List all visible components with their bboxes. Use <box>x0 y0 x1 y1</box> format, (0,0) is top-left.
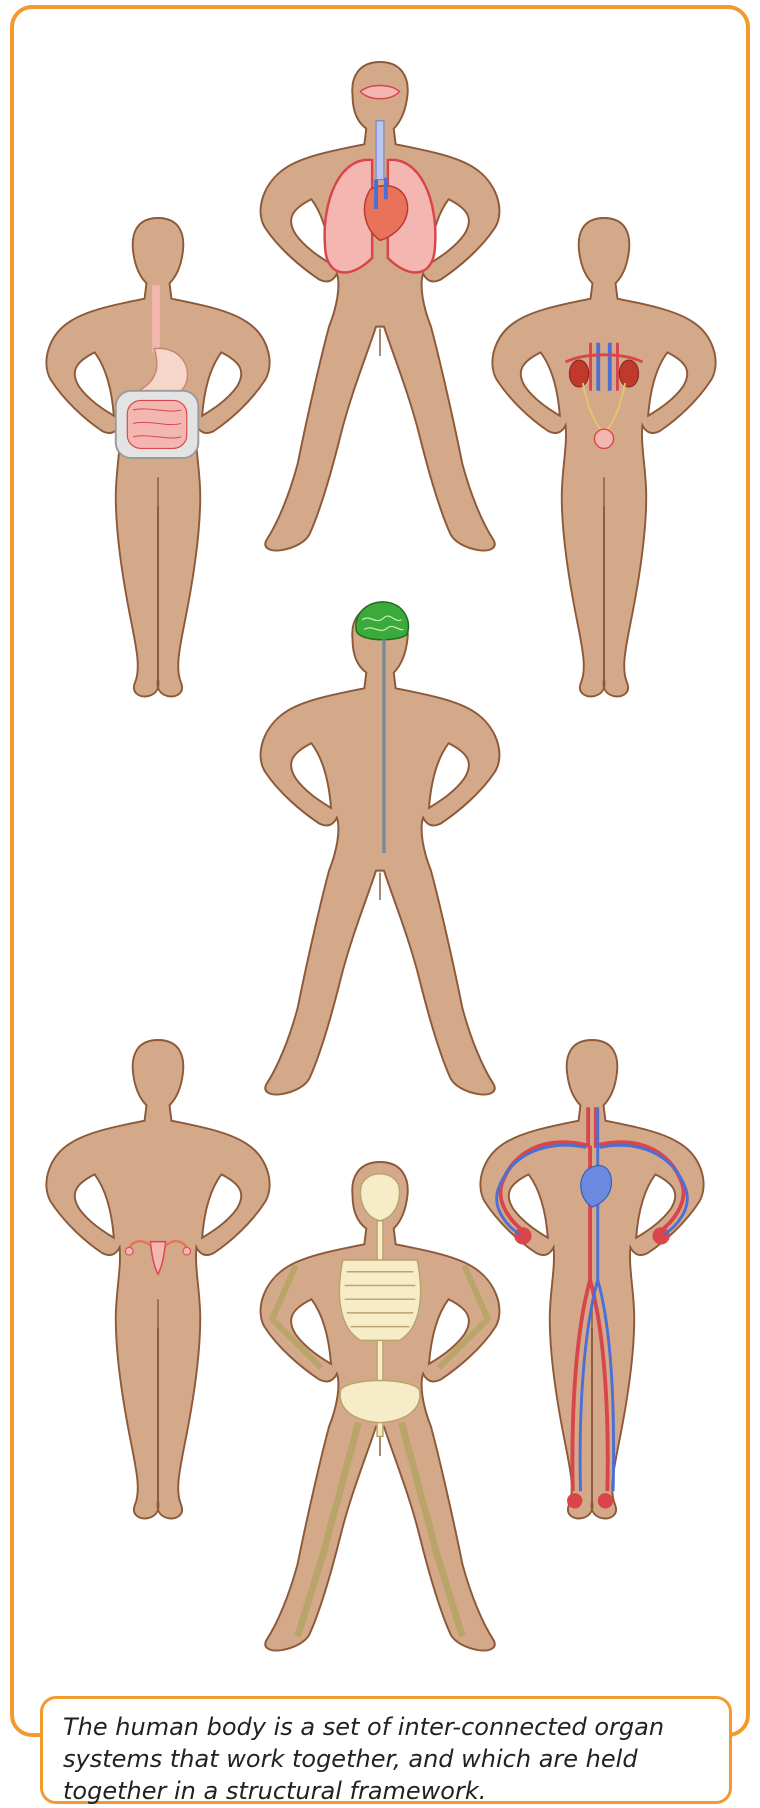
figure-urinary <box>492 218 715 696</box>
figure-circulatory <box>480 1040 703 1518</box>
figure-reproductive <box>46 1040 269 1518</box>
figure-nervous <box>261 602 500 1095</box>
caption-box: The human body is a set of inter-connect… <box>40 1696 732 1804</box>
figure-respiratory <box>261 62 500 551</box>
brain-icon <box>356 602 409 640</box>
figure-skeletal <box>261 1162 500 1651</box>
caption-text: The human body is a set of inter-connect… <box>63 1711 709 1807</box>
intestines-icon <box>116 391 199 458</box>
figure-digestive <box>46 218 269 696</box>
